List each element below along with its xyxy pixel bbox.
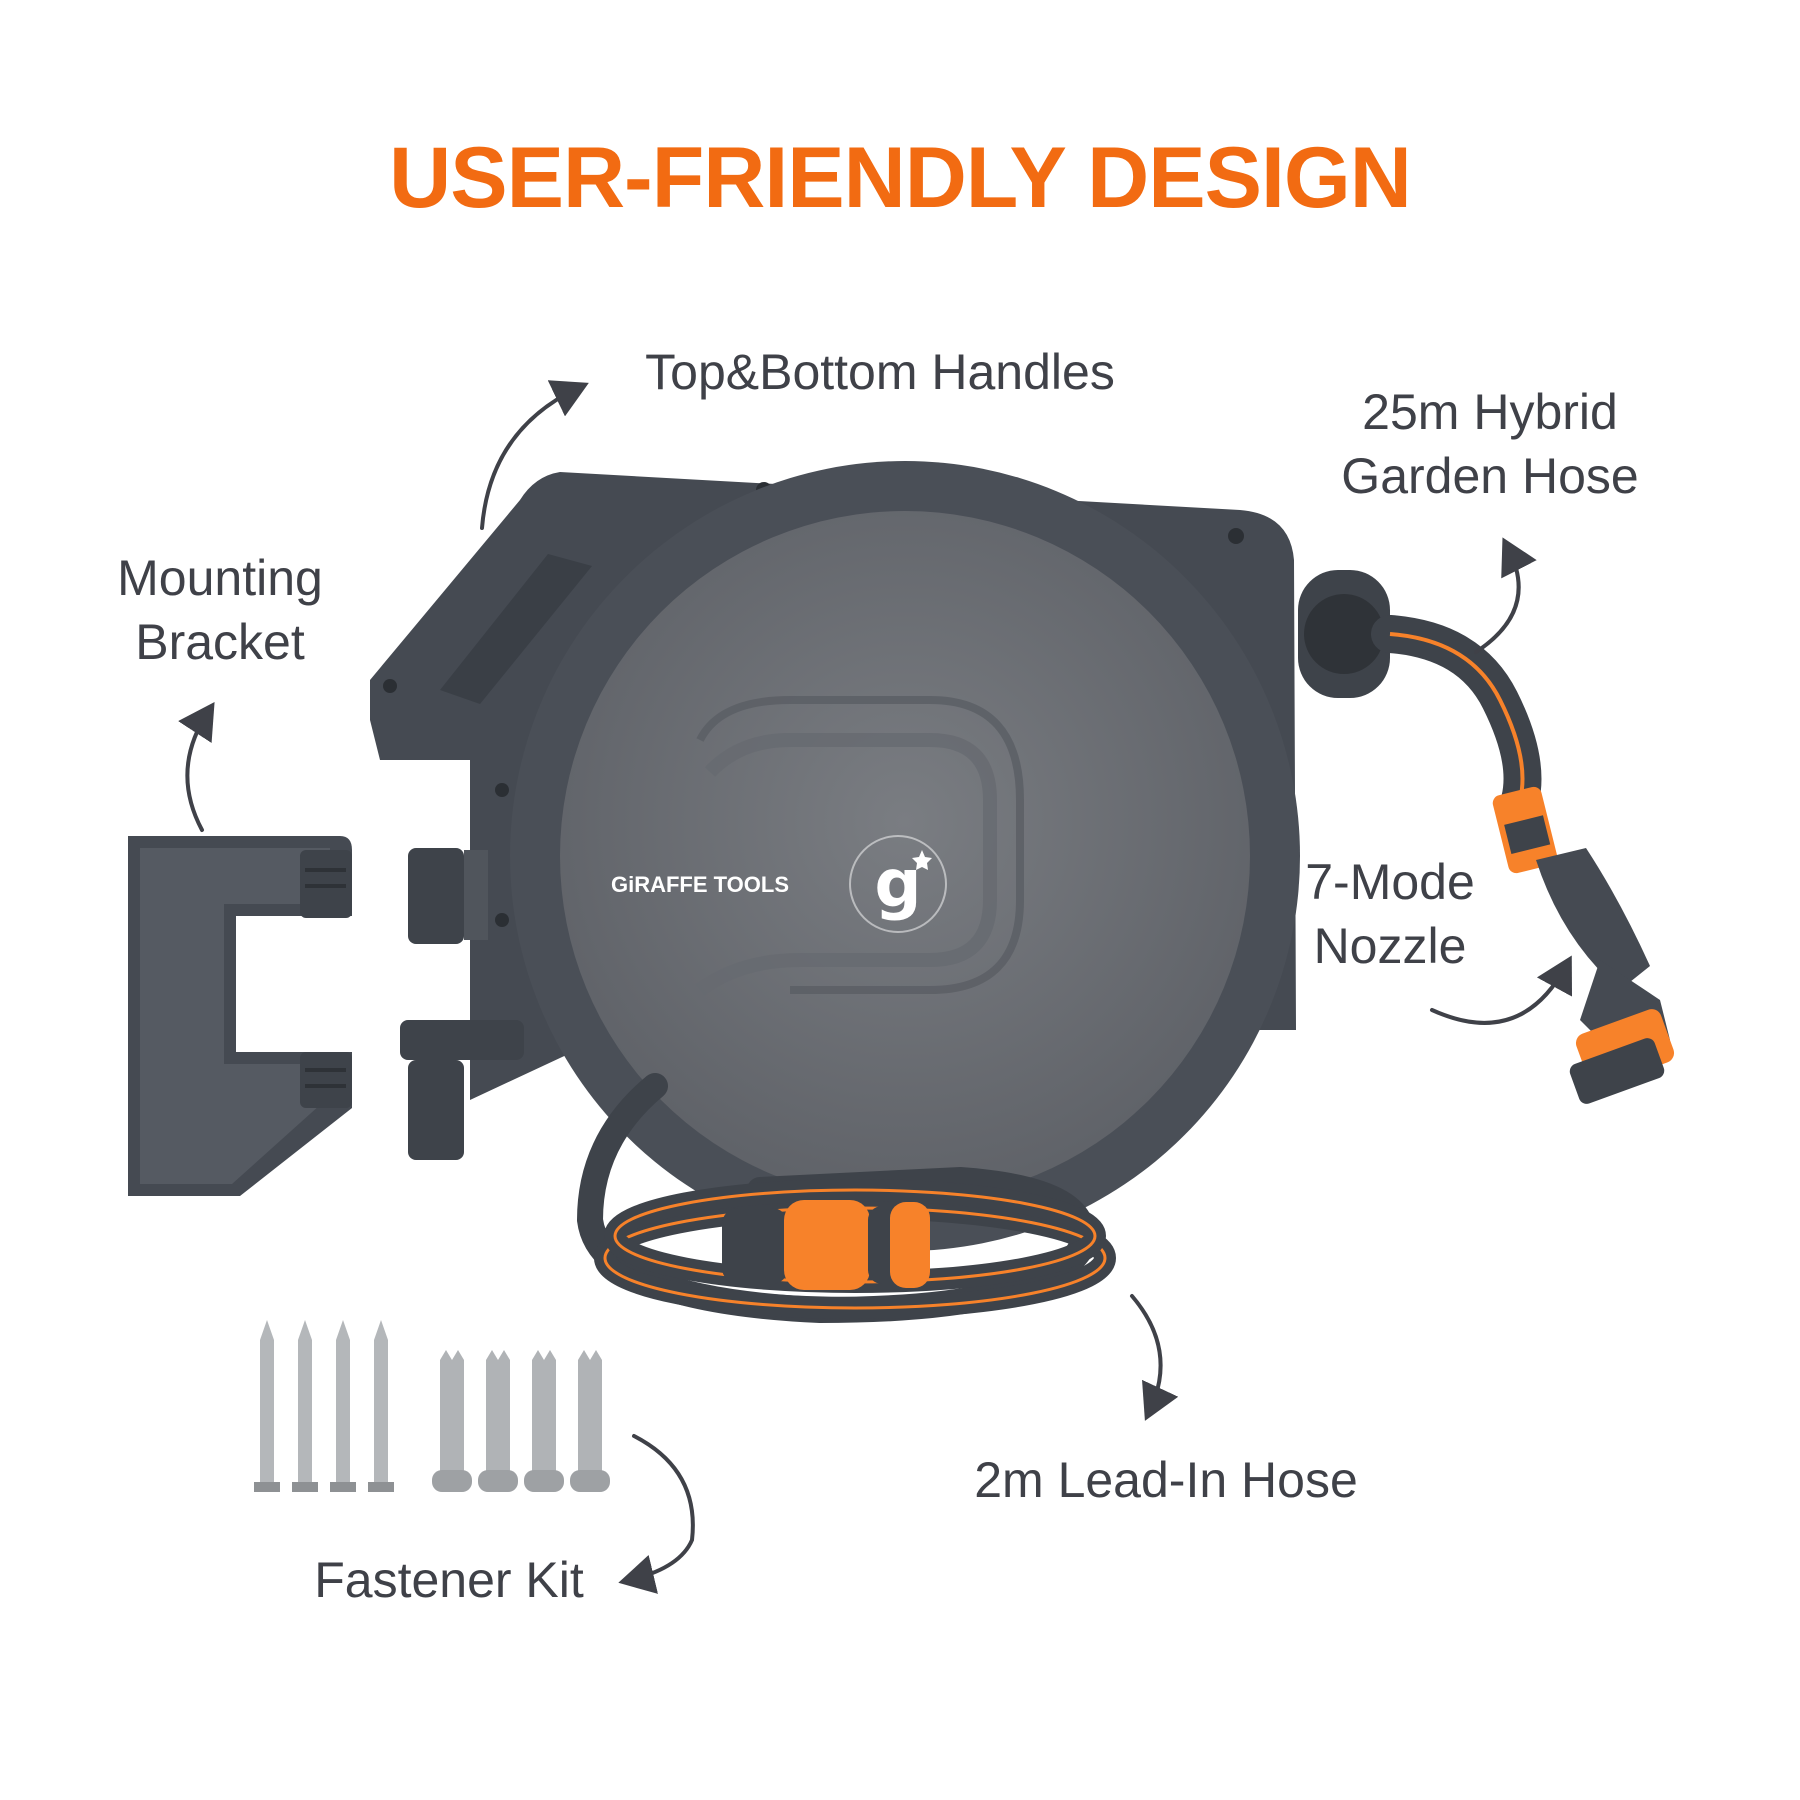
page-title: USER-FRIENDLY DESIGN <box>389 130 1412 226</box>
label-bracket-line2: Bracket <box>135 614 305 670</box>
label-fastener-text: Fastener Kit <box>314 1552 584 1608</box>
label-garden-hose: 25m Hybrid Garden Hose <box>1300 380 1680 508</box>
label-bracket: Mounting Bracket <box>90 546 350 674</box>
mount-pins <box>400 848 524 1160</box>
label-lead-in-hose: 2m Lead-In Hose <box>946 1448 1386 1512</box>
arrow-curved-icon <box>1474 537 1537 654</box>
label-hose-line2: Garden Hose <box>1341 448 1639 504</box>
fastener-screws <box>254 1320 394 1492</box>
screw-icon <box>292 1320 318 1492</box>
wall-plug-icon <box>432 1350 472 1492</box>
brand-name: GiRAFFE TOOLS <box>611 872 789 897</box>
logo-letter: g <box>874 845 921 922</box>
brand-logo-icon: g <box>849 835 947 933</box>
screw-icon <box>368 1320 394 1492</box>
screw-icon <box>254 1320 280 1492</box>
arrow-curved-icon <box>178 701 215 832</box>
label-nozzle-line1: 7-Mode <box>1305 854 1475 910</box>
reel-disc <box>510 461 1300 1251</box>
screw-icon <box>330 1320 356 1492</box>
label-hose-line1: 25m Hybrid <box>1362 384 1618 440</box>
fastener-plugs <box>432 1350 610 1492</box>
spray-nozzle <box>1492 786 1675 1104</box>
label-lead-in-text: 2m Lead-In Hose <box>974 1452 1358 1508</box>
arrow-curved-icon <box>618 1434 695 1594</box>
label-nozzle-line2: Nozzle <box>1313 918 1467 974</box>
label-nozzle: 7-Mode Nozzle <box>1280 850 1500 978</box>
wall-plug-icon <box>524 1350 564 1492</box>
arrow-curved-icon <box>1430 955 1572 1025</box>
arrow-curved-icon <box>480 380 589 530</box>
label-bracket-line1: Mounting <box>117 550 323 606</box>
lead-in-hose <box>576 1073 1116 1324</box>
garden-hose <box>1298 570 1542 819</box>
label-fastener-kit: Fastener Kit <box>294 1548 604 1612</box>
arrow-curved-icon <box>1130 1294 1179 1421</box>
label-handles-text: Top&Bottom Handles <box>645 344 1115 400</box>
wall-plug-icon <box>478 1350 518 1492</box>
mounting-bracket <box>128 836 352 1196</box>
wall-plug-icon <box>570 1350 610 1492</box>
label-handles: Top&Bottom Handles <box>600 340 1160 404</box>
